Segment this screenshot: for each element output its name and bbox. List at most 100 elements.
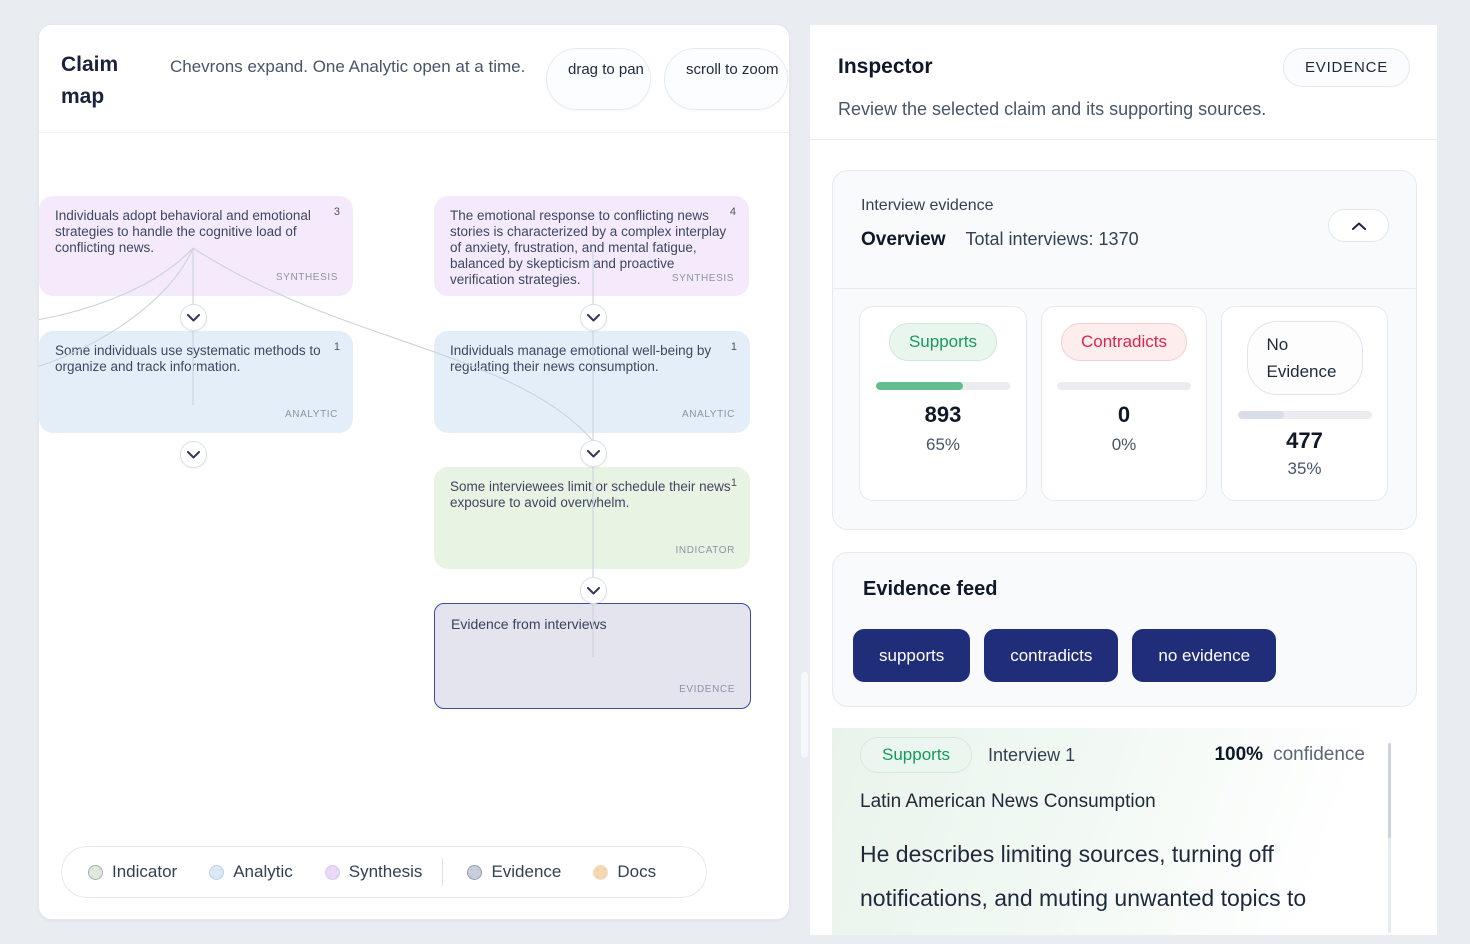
item-confidence-value: 100% (1214, 744, 1264, 765)
legend-label: Docs (617, 862, 657, 881)
claim-node-badge: 4 (729, 206, 736, 218)
claim-node-text: Individuals manage emotional well-being … (450, 343, 712, 374)
panel-resize-handle[interactable] (801, 672, 808, 758)
supports-percent: 65% (925, 435, 961, 454)
claim-node-badge: 1 (730, 341, 737, 353)
indicator-dot-icon (88, 864, 103, 880)
feed-scrollbar-thumb[interactable] (1388, 743, 1391, 838)
no-evidence-progress-track (1237, 411, 1372, 419)
claim-map-canvas[interactable]: Individuals adopt behavioral and emotion… (39, 133, 789, 919)
expand-chevron-button[interactable] (580, 304, 607, 331)
supports-stat-card: Supports 893 65% (859, 306, 1027, 501)
claim-node-text: Some interviewees limit or schedule thei… (450, 479, 731, 510)
claim-node-type-label: INDICATOR (675, 545, 735, 556)
legend-divider (442, 858, 444, 886)
expand-chevron-button[interactable] (180, 441, 207, 468)
chevron-up-icon (1351, 222, 1366, 230)
legend-label: Evidence (491, 862, 562, 881)
chevron-down-icon (187, 450, 200, 458)
interview-evidence-card: Interview evidence Overview Total interv… (832, 170, 1417, 530)
interview-evidence-label: Interview evidence (861, 197, 994, 214)
analytic-dot-icon (209, 864, 225, 880)
evidence-feed-item[interactable]: Supports Interview 1 100% confidence Lat… (832, 728, 1392, 935)
contradicts-progress-track (1057, 382, 1191, 390)
docs-dot-icon (593, 864, 609, 880)
legend-label: Indicator (112, 862, 178, 881)
expand-chevron-button[interactable] (580, 577, 607, 604)
claim-node-badge: 1 (730, 477, 737, 489)
legend-item-analytic: Analytic (209, 862, 293, 882)
overview-card-header: Interview evidence Overview Total interv… (833, 171, 1416, 289)
supports-pill: Supports (888, 323, 998, 361)
feed-scrollbar[interactable] (1388, 743, 1391, 933)
claim-map-header: Claim map Chevrons expand. One Analytic … (39, 25, 789, 133)
synthesis-dot-icon (324, 864, 340, 880)
item-title: Latin American News Consumption (860, 791, 1156, 812)
item-confidence-label: confidence (1273, 744, 1365, 765)
no-evidence-stat-card: No Evidence 477 35% (1221, 306, 1388, 501)
evidence-dot-icon (467, 864, 483, 880)
chevron-down-icon (587, 449, 600, 457)
claim-map-legend: Indicator Analytic Synthesis Evidence Do… (61, 846, 707, 898)
overview-heading: Overview (861, 229, 946, 250)
chevron-down-icon (587, 313, 600, 321)
claim-node-badge: 1 (333, 341, 340, 353)
evidence-feed-title: Evidence feed (863, 578, 998, 600)
evidence-feed-filters: supports contradicts no evidence (853, 629, 1277, 682)
expand-chevron-button[interactable] (580, 440, 607, 467)
supports-progress-fill (876, 382, 964, 390)
filter-contradicts-button[interactable]: contradicts (984, 629, 1119, 682)
inspector-subtitle: Review the selected claim and its suppor… (838, 99, 1267, 119)
claim-node-synthesis-4[interactable]: The emotional response to conflicting ne… (434, 196, 749, 296)
filter-no-evidence-button[interactable]: no evidence (1132, 629, 1277, 682)
claim-node-evidence-selected[interactable]: Evidence from interviews EVIDENCE (434, 603, 751, 709)
filter-supports-button[interactable]: supports (853, 629, 971, 682)
expand-chevron-button[interactable] (180, 304, 207, 331)
claim-map-subtitle: Chevrons expand. One Analytic open at a … (170, 57, 526, 76)
inspector-panel: Inspector EVIDENCE Review the selected c… (810, 25, 1437, 935)
evidence-type-badge: EVIDENCE (1283, 48, 1410, 87)
supports-progress-track (876, 382, 1010, 390)
legend-label: Analytic (233, 862, 293, 881)
legend-item-indicator: Indicator (88, 862, 177, 882)
supports-count: 893 (924, 402, 962, 427)
inspector-header: Inspector EVIDENCE Review the selected c… (810, 25, 1437, 140)
claim-node-text: Individuals adopt behavioral and emotion… (55, 208, 311, 255)
claim-node-type-label: ANALYTIC (682, 409, 735, 420)
legend-item-evidence: Evidence (467, 862, 561, 882)
chevron-down-icon (187, 313, 200, 321)
inspector-title: Inspector (838, 55, 933, 78)
claim-node-type-label: SYNTHESIS (671, 273, 734, 284)
claim-node-text: Some individuals use systematic methods … (55, 343, 321, 374)
claim-node-text: Evidence from interviews (451, 616, 607, 632)
item-supports-pill: Supports (860, 737, 973, 773)
total-interviews-label: Total interviews: 1370 (965, 229, 1139, 249)
claim-node-synthesis-3[interactable]: Individuals adopt behavioral and emotion… (39, 196, 353, 296)
item-excerpt: He describes limiting sources, turning o… (860, 841, 1307, 911)
legend-item-docs: Docs (593, 862, 656, 882)
claim-node-badge: 3 (333, 206, 340, 218)
contradicts-percent: 0% (1111, 435, 1137, 454)
claim-node-type-label: EVIDENCE (679, 684, 735, 695)
claim-map-title: Claim map (61, 53, 119, 108)
contradicts-count: 0 (1117, 402, 1131, 427)
collapse-overview-button[interactable] (1328, 209, 1389, 242)
scroll-to-zoom-hint: scroll to zoom (664, 48, 788, 110)
chevron-down-icon (587, 586, 600, 594)
claim-node-indicator[interactable]: Some interviewees limit or schedule thei… (434, 467, 750, 569)
contradicts-stat-card: Contradicts 0 0% (1041, 306, 1207, 501)
no-evidence-percent: 35% (1287, 459, 1322, 478)
claim-node-type-label: SYNTHESIS (275, 272, 338, 283)
claim-node-analytic-left[interactable]: Some individuals use systematic methods … (39, 331, 353, 433)
contradicts-pill: Contradicts (1061, 323, 1187, 361)
no-evidence-count: 477 (1286, 428, 1323, 453)
legend-label: Synthesis (348, 862, 423, 881)
drag-to-pan-hint: drag to pan (546, 48, 651, 110)
claim-node-type-label: ANALYTIC (285, 409, 338, 420)
no-evidence-pill: No Evidence (1246, 321, 1363, 395)
no-evidence-progress-fill (1237, 411, 1285, 419)
claim-node-analytic-right[interactable]: Individuals manage emotional well-being … (434, 331, 750, 433)
legend-item-synthesis: Synthesis (324, 862, 423, 882)
overview-stats-row: Supports 893 65% Contradicts 0 0% No Evi… (859, 306, 1388, 501)
claim-map-panel: Claim map Chevrons expand. One Analytic … (38, 24, 790, 920)
